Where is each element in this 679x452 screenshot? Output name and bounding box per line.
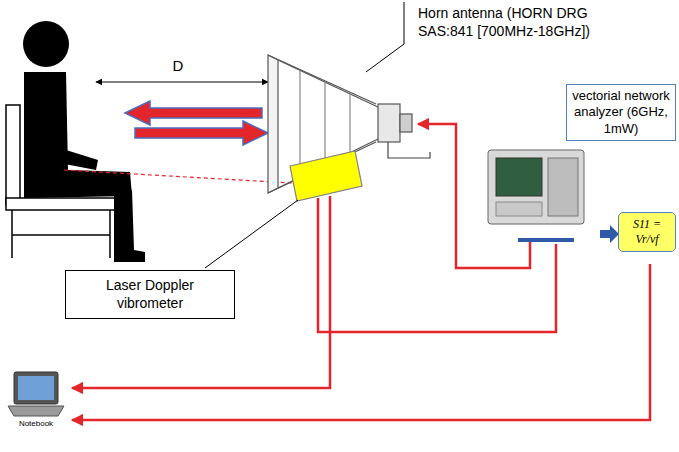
notebook-keyboard bbox=[8, 406, 64, 416]
distance-label: D bbox=[168, 56, 188, 76]
instrument-port-bar bbox=[518, 238, 574, 242]
instrument-keypad bbox=[548, 158, 578, 216]
antenna-label: Horn antenna (HORN DRG SAS:841 [700MHz-1… bbox=[418, 4, 628, 40]
instrument-screen bbox=[496, 158, 542, 196]
horn-mount bbox=[388, 142, 430, 158]
instrument-case bbox=[488, 150, 584, 224]
notebook-screen-frame bbox=[14, 372, 58, 404]
chair-leg bbox=[11, 210, 13, 258]
s-parameter-box: S11 = Vr/vf bbox=[618, 212, 676, 252]
horn-leader-line bbox=[366, 2, 404, 72]
node-text: S11 = Vr/vf bbox=[621, 217, 673, 247]
node-text: Laser Doppler vibrometer bbox=[74, 277, 226, 312]
horn-connector bbox=[400, 114, 412, 132]
notebook-icon bbox=[8, 372, 64, 416]
chair-seat bbox=[6, 198, 118, 210]
analyzer-label-box: vectorial network analyzer (6GHz, 1mW) bbox=[566, 84, 676, 141]
cable-to-horn bbox=[418, 124, 530, 268]
output-arrow bbox=[600, 225, 619, 243]
chair-rail bbox=[12, 234, 110, 236]
network-analyzer-instrument bbox=[488, 150, 584, 242]
notebook-screen bbox=[18, 376, 54, 400]
cable-to-notebook bbox=[72, 264, 650, 420]
node-text: vectorial network analyzer (6GHz, 1mW) bbox=[571, 88, 671, 137]
vibrometer-leader-line bbox=[205, 200, 298, 268]
person-silhouette bbox=[23, 21, 145, 262]
horn-feed bbox=[378, 104, 400, 142]
notebook-label: Notebook bbox=[6, 419, 66, 429]
laser-beam bbox=[64, 170, 292, 183]
cable-vibrometer-analyzer bbox=[318, 198, 556, 332]
vibrometer-label-box: Laser Doppler vibrometer bbox=[65, 270, 235, 319]
head bbox=[23, 21, 69, 67]
instrument-panel bbox=[496, 202, 542, 216]
torso-thigh bbox=[24, 72, 132, 198]
vibrometer-device bbox=[290, 151, 362, 201]
chair-leg bbox=[109, 210, 111, 258]
horn-aperture bbox=[268, 55, 278, 193]
reflected-wave-arrow bbox=[125, 101, 262, 125]
emitted-wave-arrow bbox=[135, 121, 268, 145]
arm bbox=[52, 78, 98, 170]
distance-arrow bbox=[96, 82, 268, 83]
chair-back bbox=[6, 105, 20, 205]
lower-leg bbox=[114, 190, 145, 262]
